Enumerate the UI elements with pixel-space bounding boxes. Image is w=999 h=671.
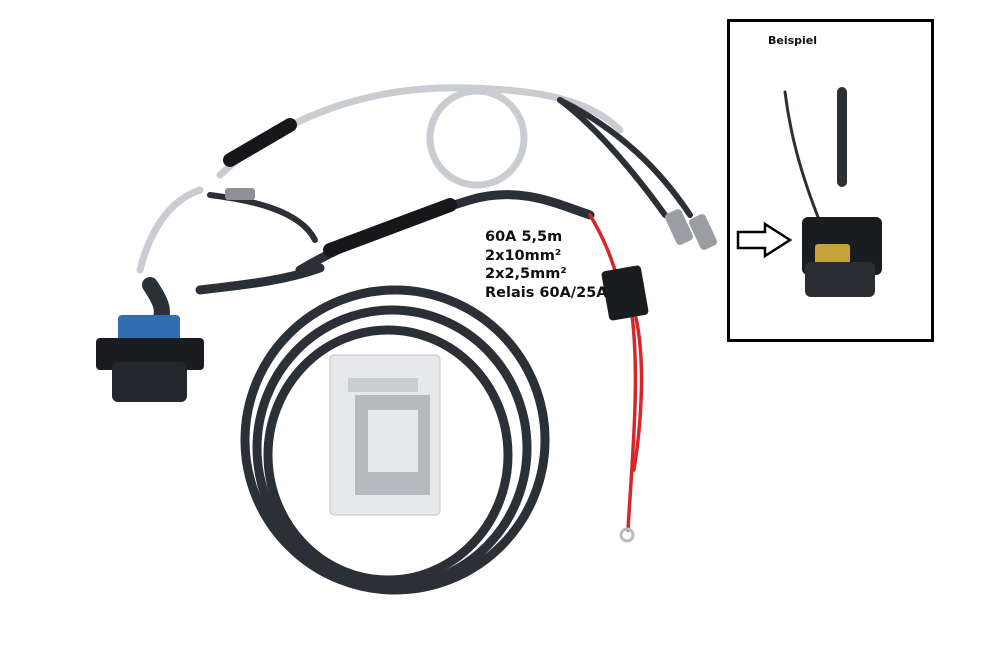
parts-bag — [329, 354, 441, 516]
spec-line: 60A 5,5m — [485, 229, 563, 245]
spec-text: 60A 5,5m 2x10mm² 2x2,5mm² Relais 60A/25A — [485, 228, 608, 302]
deutsch-connectors — [225, 188, 718, 250]
ring-terminal — [619, 527, 635, 543]
spec-line: 2x10mm² — [485, 247, 562, 264]
spec-line: 2x2,5mm² — [485, 266, 567, 282]
inset-photo — [736, 87, 882, 297]
arrow-right-icon — [736, 221, 793, 259]
black-branch-cable — [207, 97, 693, 243]
example-inset: Beispiel — [727, 19, 934, 342]
spec-line: Relais 60A/25A — [485, 284, 608, 301]
inset-title: Beispiel — [768, 34, 818, 47]
trailer-socket — [96, 277, 204, 402]
cable-sleeve — [223, 118, 457, 257]
relay-box — [601, 265, 649, 321]
